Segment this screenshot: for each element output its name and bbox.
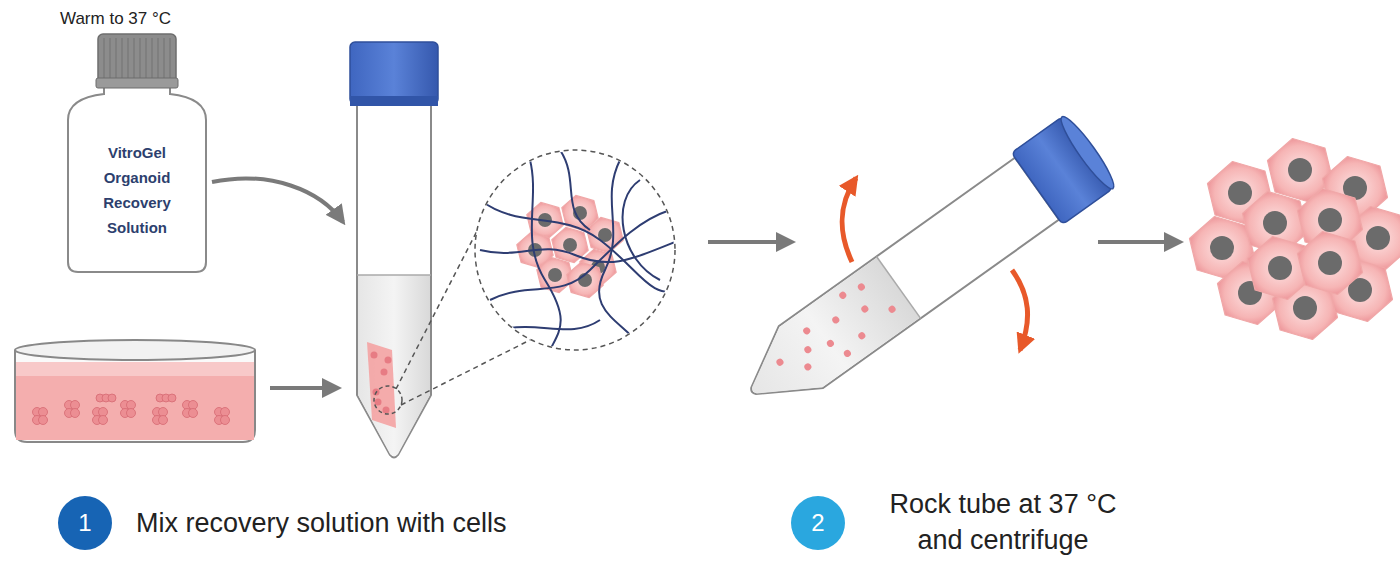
- cell-dot: [189, 409, 198, 418]
- cell-dot: [843, 349, 853, 359]
- rock-arrow: [842, 178, 856, 262]
- cell-dot: [803, 362, 813, 372]
- gel-fiber: [530, 160, 561, 350]
- cell-dot: [838, 290, 848, 300]
- step-number: 1: [78, 509, 91, 537]
- organoid: [1190, 139, 1400, 340]
- bottle-label: VitroGel Organoid Recovery Solution: [89, 140, 185, 240]
- cell: [1298, 232, 1363, 295]
- zoom-callout: [374, 150, 680, 414]
- step-number-circle: 2: [791, 496, 845, 550]
- cell: [567, 262, 603, 297]
- cell-dot: [803, 345, 813, 355]
- cell-dot: [826, 339, 836, 349]
- cell-dot: [221, 416, 230, 425]
- cell-dot: [385, 357, 392, 364]
- cell-dot: [159, 416, 168, 425]
- cell-dot: [831, 315, 841, 325]
- cell-dot: [860, 304, 870, 314]
- rocking-tube: [726, 112, 1119, 428]
- flow-arrow: [1098, 240, 1180, 244]
- cell-dot: [108, 394, 116, 402]
- step-number-circle: 1: [58, 496, 112, 550]
- culture-dish: [15, 340, 255, 442]
- cell-dot: [856, 282, 866, 292]
- step-caption: Mix recovery solution with cells: [136, 505, 696, 541]
- flow-arrow: [708, 240, 792, 244]
- step-number: 2: [811, 509, 824, 537]
- cell-dot: [127, 409, 136, 418]
- temperature-note: Warm to 37 °C: [60, 8, 260, 31]
- gel-fiber: [500, 320, 600, 330]
- cell-dot: [887, 304, 897, 314]
- step-caption: Rock tube at 37 °C and centrifuge: [868, 486, 1138, 559]
- cell-dot: [39, 416, 48, 425]
- reagent-bottle: VitroGel Organoid Recovery Solution: [62, 28, 212, 276]
- gel-fiber: [623, 180, 660, 280]
- cell-dot: [168, 394, 176, 402]
- cell-dot: [381, 369, 388, 376]
- rock-arrow: [1012, 270, 1028, 350]
- cell-dot: [802, 326, 812, 336]
- cell-dot: [371, 352, 378, 359]
- cell-dot: [99, 416, 108, 425]
- cell-dot: [383, 407, 390, 414]
- gel-fiber: [599, 160, 640, 345]
- cell-dot: [71, 409, 80, 418]
- cell-dot: [375, 399, 382, 406]
- cell-dot: [775, 357, 785, 367]
- flow-arrow: [270, 386, 338, 390]
- gel-fiber: [560, 150, 590, 230]
- gel-fiber: [480, 240, 680, 262]
- flow-arrow: [212, 178, 343, 222]
- cell-dot: [857, 331, 867, 341]
- centrifuge-tube: [350, 42, 438, 458]
